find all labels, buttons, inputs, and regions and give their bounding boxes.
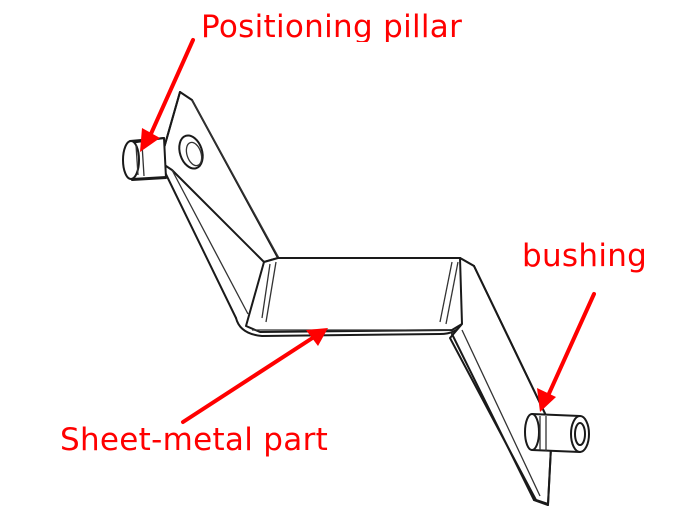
label-bushing: bushing <box>522 238 648 274</box>
arrow-positioning-pillar <box>140 38 195 152</box>
arrow-sheet-metal-part <box>181 328 328 424</box>
middle-plate <box>235 257 475 337</box>
positioning-pillar <box>122 137 167 181</box>
label-sheet-metal-part: Sheet-metal part <box>60 425 329 458</box>
label-positioning-pillar: Positioning pillar <box>201 12 463 42</box>
bushing <box>524 413 590 453</box>
upper-flange-hole <box>178 134 204 170</box>
arrow-bushing <box>537 292 596 412</box>
lower-flange <box>449 257 553 506</box>
